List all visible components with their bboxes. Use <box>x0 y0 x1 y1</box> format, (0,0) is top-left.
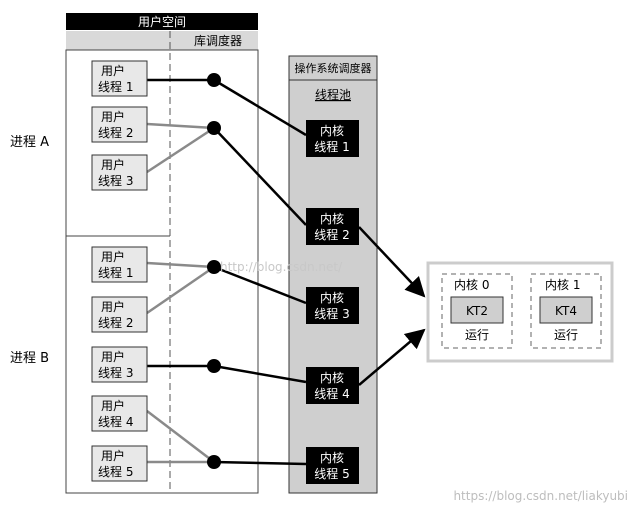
library-scheduler-label: 库调度器 <box>194 33 242 48</box>
kernel-thread-box: 内核 线程 2 <box>306 208 359 245</box>
svg-text:用户: 用户 <box>101 109 125 124</box>
core-0-label: 内核 0 <box>454 278 489 292</box>
svg-text:线程 3: 线程 3 <box>314 306 349 321</box>
core-1-state: 运行 <box>554 328 578 342</box>
core-1-task: KT4 <box>555 304 577 318</box>
svg-text:线程 4: 线程 4 <box>98 414 133 429</box>
kernel-thread-box: 内核 线程 1 <box>306 120 359 157</box>
core-0-task: KT2 <box>466 304 488 318</box>
watermark-bottom: https://blog.csdn.net/liakyubi <box>453 489 628 503</box>
svg-text:线程 5: 线程 5 <box>98 464 133 479</box>
os-scheduler-title: 操作系统调度器 <box>295 61 372 75</box>
kernel-thread-boxes: 内核 线程 1 内核 线程 2 内核 线程 3 内核 线程 4 内核 线程 5 <box>306 120 359 484</box>
svg-text:内核: 内核 <box>320 451 344 465</box>
user-thread-box: 用户 线程 2 <box>91 106 148 143</box>
svg-text:线程 2: 线程 2 <box>98 315 133 330</box>
svg-text:线程 1: 线程 1 <box>98 79 133 94</box>
core-1-label: 内核 1 <box>545 278 580 292</box>
svg-text:用户: 用户 <box>101 249 125 264</box>
svg-text:线程 4: 线程 4 <box>314 386 349 401</box>
svg-text:线程 1: 线程 1 <box>98 265 133 280</box>
user-space-title: 用户空间 <box>138 14 186 29</box>
svg-text:线程 3: 线程 3 <box>98 365 133 380</box>
user-thread-box: 用户 线程 1 <box>91 246 148 283</box>
core-0: 内核 0 KT2 运行 <box>441 273 513 349</box>
kernel-thread-box: 内核 线程 3 <box>306 287 359 324</box>
svg-text:线程 1: 线程 1 <box>314 139 349 154</box>
junction-dot <box>207 121 221 135</box>
kernel-thread-box: 内核 线程 5 <box>306 447 359 484</box>
svg-text:内核: 内核 <box>320 371 344 385</box>
process-b-label: 进程 B <box>10 351 49 366</box>
scheduler-junctions <box>207 73 221 469</box>
user-thread-box: 用户 线程 5 <box>91 445 148 482</box>
core-1: 内核 1 KT4 运行 <box>530 273 602 349</box>
junction-dot <box>207 455 221 469</box>
process-a-label: 进程 A <box>10 135 49 150</box>
svg-text:线程 2: 线程 2 <box>98 125 133 140</box>
user-thread-boxes: 用户 线程 1 用户 线程 2 用户 线程 3 用户 线程 1 用户 线程 2 … <box>91 60 148 482</box>
junction-to-kernel-links <box>147 78 307 466</box>
core-arrows <box>358 226 426 386</box>
svg-text:线程 2: 线程 2 <box>314 227 349 242</box>
svg-text:内核: 内核 <box>320 212 344 226</box>
user-to-junction-links <box>146 122 215 464</box>
junction-dot <box>207 260 221 274</box>
svg-text:内核: 内核 <box>320 291 344 305</box>
svg-text:用户: 用户 <box>101 448 125 463</box>
kernel-thread-box: 内核 线程 4 <box>306 367 359 404</box>
user-thread-box: 用户 线程 3 <box>91 346 148 383</box>
junction-dot <box>207 359 221 373</box>
svg-text:线程 5: 线程 5 <box>314 466 349 481</box>
svg-text:线程 3: 线程 3 <box>98 173 133 188</box>
user-space-panel: 用户空间 库调度器 <box>65 13 259 494</box>
svg-text:用户: 用户 <box>101 349 125 364</box>
user-thread-box: 用户 线程 3 <box>91 154 148 191</box>
junction-dot <box>207 73 221 87</box>
user-thread-box: 用户 线程 2 <box>91 296 148 333</box>
svg-text:用户: 用户 <box>101 398 125 413</box>
svg-text:内核: 内核 <box>320 124 344 138</box>
watermark-center: http://blog.csdn.net/ <box>220 260 343 274</box>
svg-text:用户: 用户 <box>101 63 125 78</box>
user-thread-box: 用户 线程 1 <box>91 60 148 97</box>
user-thread-box: 用户 线程 4 <box>91 395 148 432</box>
thread-pool-label: 线程池 <box>315 87 351 102</box>
svg-text:用户: 用户 <box>101 299 125 314</box>
core-0-state: 运行 <box>465 328 489 342</box>
cpu-panel: 内核 0 KT2 运行 内核 1 KT4 运行 <box>426 261 614 363</box>
svg-text:用户: 用户 <box>101 157 125 172</box>
